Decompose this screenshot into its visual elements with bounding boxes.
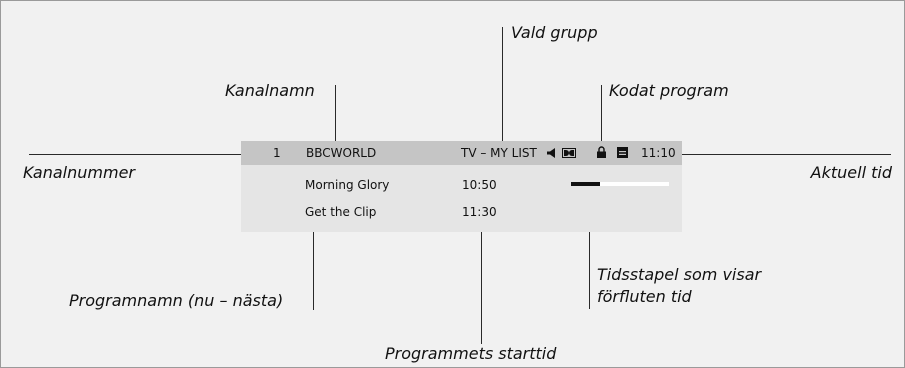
dolby-icon: [562, 148, 576, 158]
leader-line-aktuell-tid: [681, 154, 891, 155]
lock-icon: [597, 146, 606, 158]
selected-group: TV – MY LIST: [461, 146, 537, 160]
callout-programmets-starttid: Programmets starttid: [385, 344, 557, 363]
callout-kanalnummer: Kanalnummer: [23, 163, 135, 182]
callout-tidsstapel: Tidsstapel som visar förfluten tid: [597, 264, 797, 308]
current-time: 11:10: [641, 146, 676, 160]
program-next-name: Get the Clip: [305, 205, 377, 219]
callout-vald-grupp: Vald grupp: [511, 23, 598, 42]
channel-number: 1: [273, 146, 281, 160]
channel-name: BBCWORLD: [306, 146, 377, 160]
callout-tidsstapel-line2: förfluten tid: [597, 287, 692, 306]
leader-line-starttid: [481, 214, 482, 344]
program-info-panel: 1 BBCWORLD TV – MY LIST 11:10 Mor: [241, 141, 682, 232]
elapsed-time-bar: [571, 182, 669, 186]
subtitles-icon: [617, 147, 628, 158]
leader-line-programnamn: [313, 214, 314, 310]
leader-line-kanalnamn: [335, 85, 336, 141]
callout-kodat-program: Kodat program: [609, 81, 729, 100]
leader-line-vald-grupp: [502, 27, 503, 141]
callout-aktuell-tid: Aktuell tid: [810, 163, 892, 182]
speaker-icon: [547, 148, 555, 158]
callout-tidsstapel-line1: Tidsstapel som visar: [597, 265, 762, 284]
leader-line-kodat-program: [601, 85, 602, 141]
callout-kanalnamn: Kanalnamn: [225, 81, 315, 100]
leader-line-kanalnummer: [29, 154, 269, 155]
elapsed-time-fill: [571, 182, 601, 186]
channel-info-bar: 1 BBCWORLD TV – MY LIST 11:10: [241, 141, 682, 165]
program-now-name: Morning Glory: [305, 178, 390, 192]
program-next-start: 11:30: [462, 205, 497, 219]
callout-programnamn: Programnamn (nu – nästa): [69, 291, 284, 310]
program-now-start: 10:50: [462, 178, 497, 192]
leader-line-tidsstapel: [589, 187, 590, 309]
